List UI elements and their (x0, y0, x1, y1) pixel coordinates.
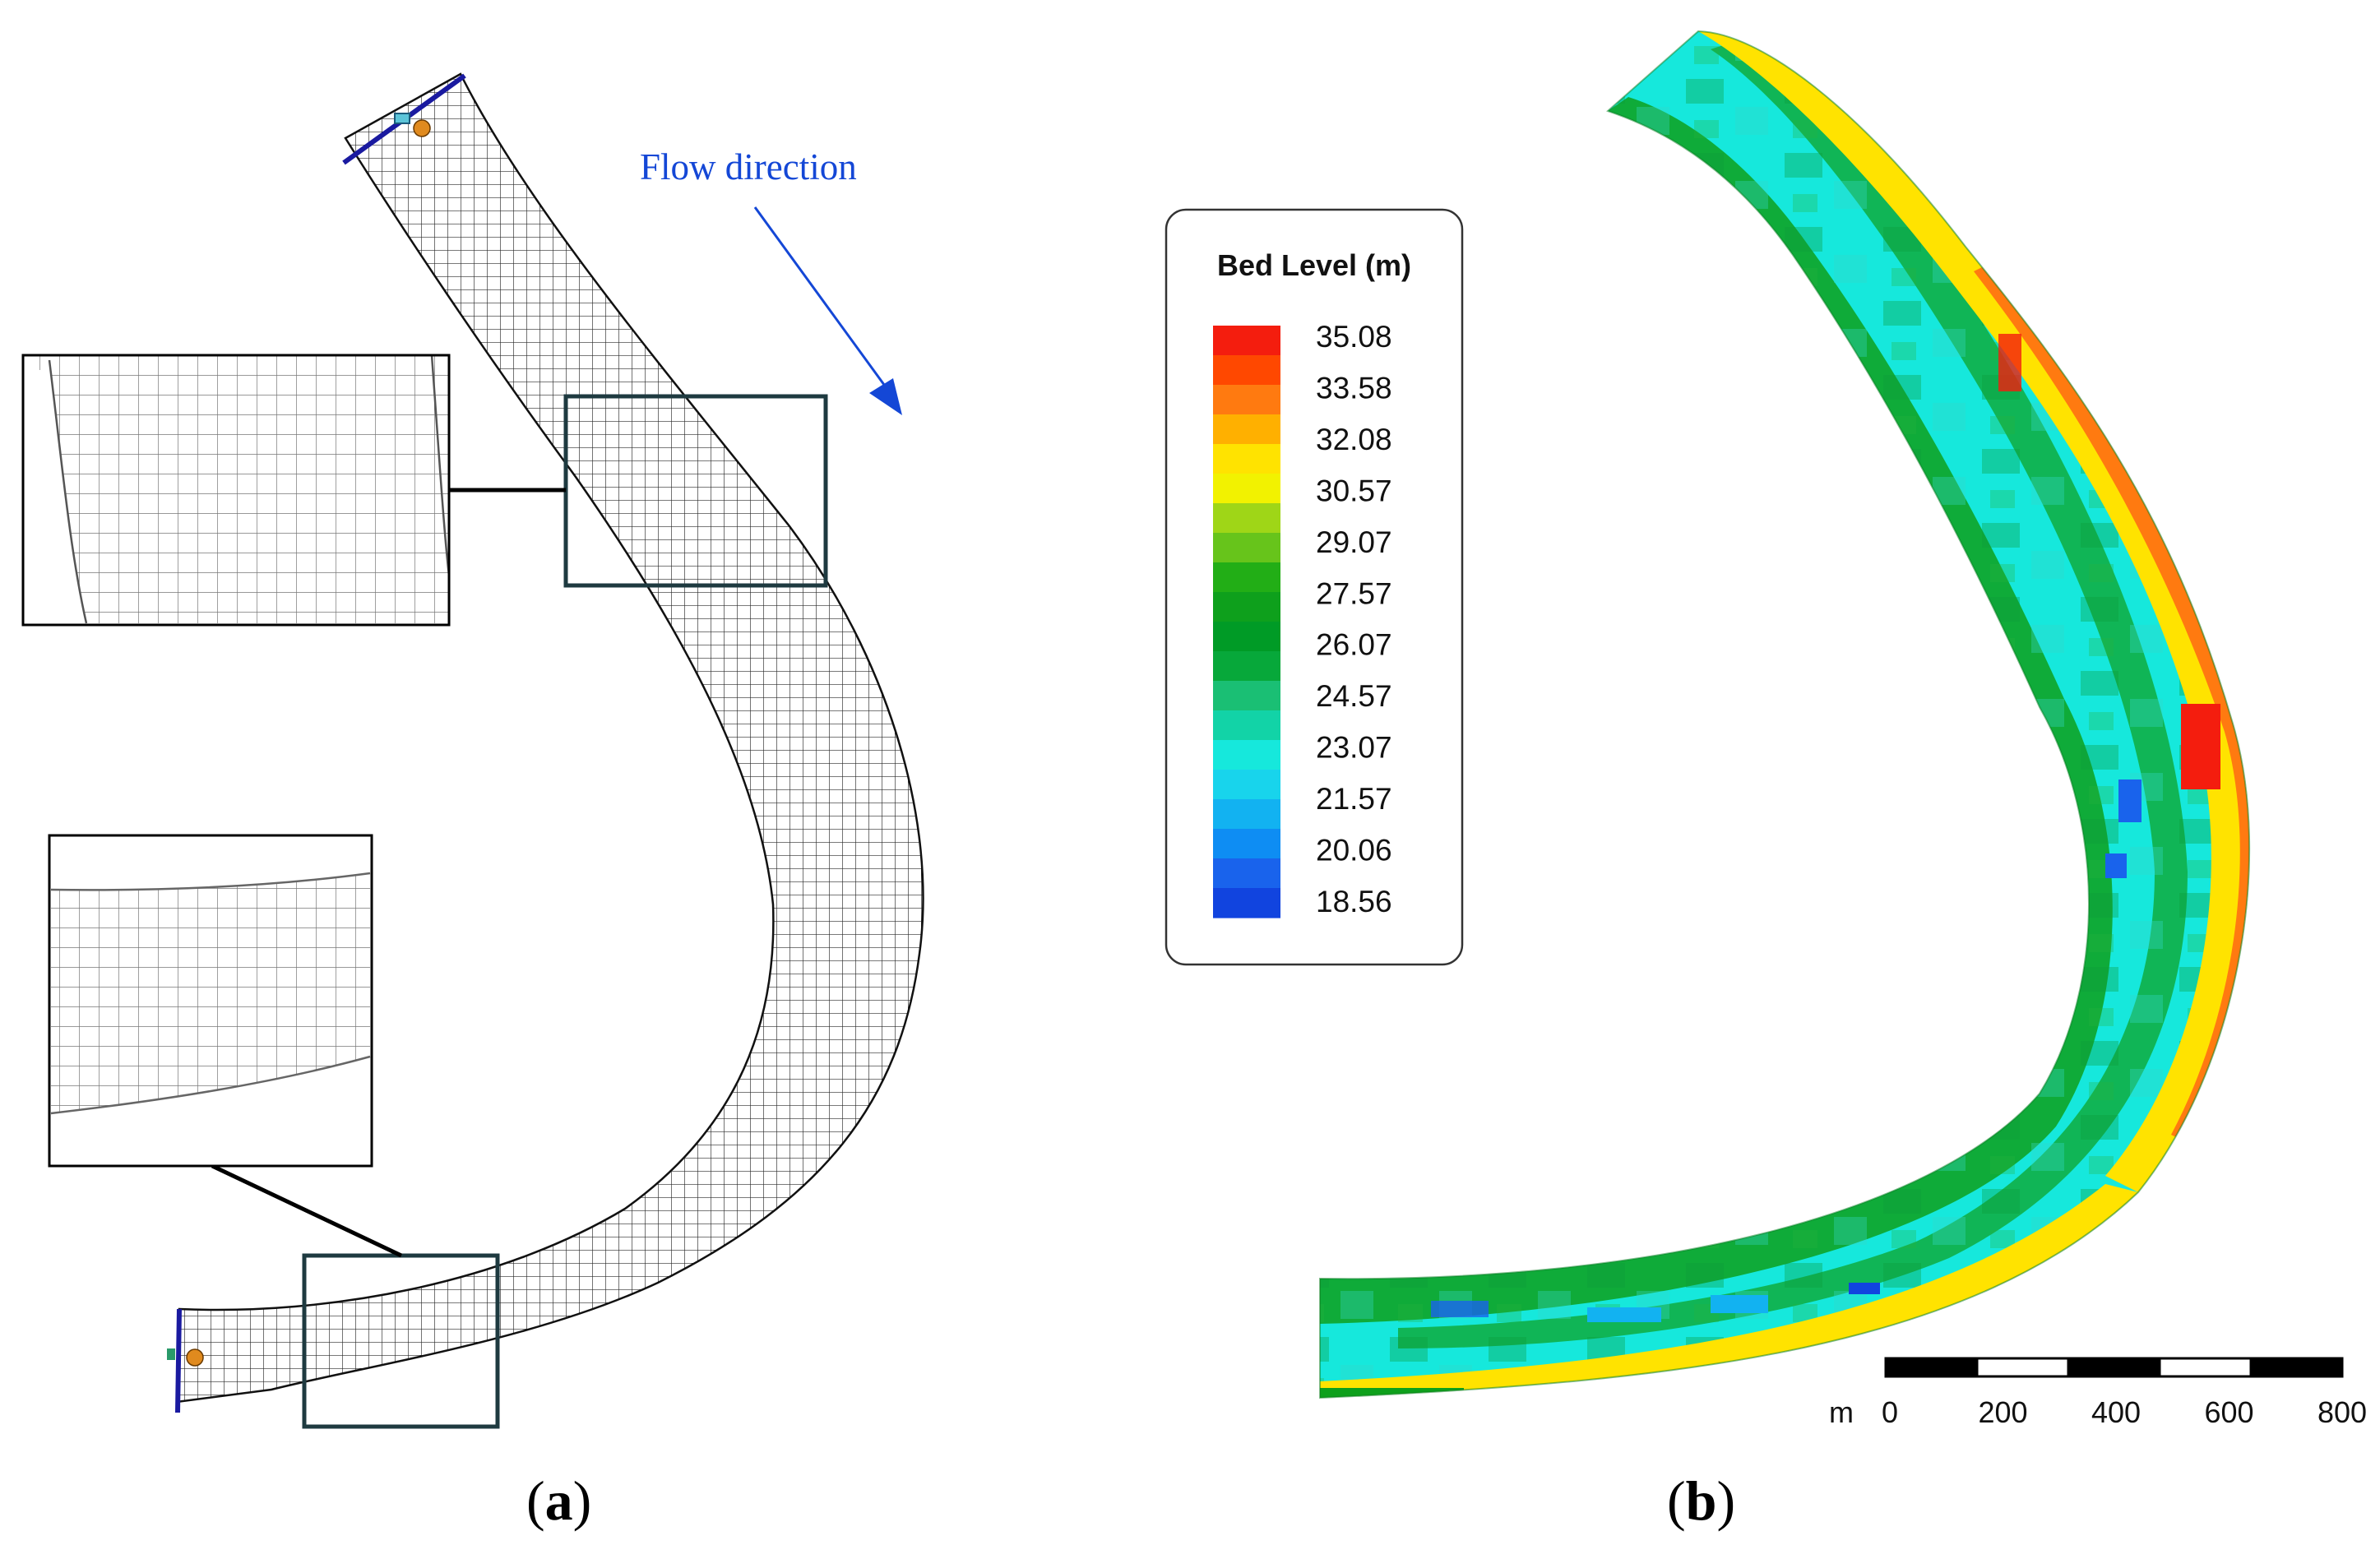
legend-swatch (1213, 770, 1280, 800)
legend-swatch (1213, 799, 1280, 830)
panel-b-bed-level-map: Bed Level (m) 35.08 33.58 32.08 30.57 29.07 2… (1165, 30, 2367, 1532)
downstream-boundary-marker (167, 1348, 175, 1360)
scale-bar-label: 400 (2091, 1395, 2141, 1429)
scale-bar-label: 200 (1978, 1395, 2027, 1429)
upstream-boundary-marker (394, 113, 410, 124)
legend-tick-label: 33.58 (1316, 372, 1392, 405)
legend-swatch (1213, 740, 1280, 770)
scale-bar-label: 600 (2204, 1395, 2253, 1429)
panel-label-b: (b) (1667, 1469, 1735, 1532)
legend-swatch (1213, 681, 1280, 711)
legend-tick-label: 26.07 (1316, 628, 1392, 662)
scale-bar-segment (2067, 1357, 2161, 1378)
scale-bar-segment (2158, 1357, 2253, 1378)
zoom-inset-lower (48, 834, 373, 1168)
flow-direction-label: Flow direction (640, 146, 857, 187)
legend-swatch (1213, 622, 1280, 652)
river-mesh (175, 72, 924, 1404)
legend-swatch (1213, 326, 1280, 356)
legend-tick-label: 23.07 (1316, 731, 1392, 765)
legend-title: Bed Level (m) (1217, 248, 1411, 282)
legend-swatch (1213, 474, 1280, 504)
scale-bar-labels: 0 200 400 600 800 (1882, 1395, 2367, 1429)
scale-bar-segment (1975, 1357, 2070, 1378)
legend-color-bar (1213, 326, 1280, 918)
legend-swatch (1213, 533, 1280, 563)
legend-tick-label: 29.07 (1316, 525, 1392, 559)
downstream-point-marker (186, 1348, 204, 1367)
legend-swatch (1213, 562, 1280, 593)
scale-bar-segment (2249, 1357, 2344, 1378)
scale-bar-segments (1884, 1357, 2344, 1378)
zoom-inset-upper (21, 354, 451, 627)
river-outline (1319, 30, 2251, 1399)
scale-bar-segment (1884, 1357, 1979, 1378)
legend-tick-label: 21.57 (1316, 782, 1392, 816)
flow-direction-arrow (753, 206, 888, 389)
legend-swatch (1213, 414, 1280, 445)
scale-bar-label: 0 (1882, 1395, 1898, 1429)
legend-tick-label: 27.57 (1316, 576, 1392, 610)
legend-tick-label: 35.08 (1316, 320, 1392, 354)
downstream-boundary-line (175, 1308, 182, 1413)
legend-frame (1165, 208, 1464, 966)
legend-swatch (1213, 888, 1280, 918)
legend-tick-labels: 35.08 33.58 32.08 30.57 29.07 27.57 26.07 24.57… (1316, 320, 1392, 918)
zoom-connector-lower (211, 1163, 403, 1258)
legend-swatch (1213, 444, 1280, 474)
upstream-point-marker (413, 119, 431, 137)
legend-tick-label: 24.57 (1316, 679, 1392, 713)
legend-tick-label: 20.06 (1316, 834, 1392, 867)
scale-bar: m 0 200 400 600 800 (1829, 1357, 2367, 1429)
legend-tick-label: 30.57 (1316, 474, 1392, 507)
legend-swatch (1213, 385, 1280, 415)
scale-bar-unit: m (1829, 1395, 1854, 1429)
legend-swatch (1213, 829, 1280, 859)
legend-swatch (1213, 710, 1280, 741)
scale-bar-label: 800 (2317, 1395, 2367, 1429)
panel-a-mesh-view: Flow direction (a) (21, 72, 924, 1532)
panel-label-a: (a) (526, 1469, 591, 1532)
legend-tick-label: 18.56 (1316, 885, 1392, 918)
legend-swatch (1213, 355, 1280, 386)
legend-swatch (1213, 858, 1280, 889)
legend-swatch (1213, 592, 1280, 622)
legend-tick-label: 32.08 (1316, 423, 1392, 456)
legend-swatch (1213, 503, 1280, 534)
bed-level-legend: Bed Level (m) 35.08 33.58 32.08 30.57 29.07 2… (1165, 208, 1464, 966)
legend-swatch (1213, 651, 1280, 682)
flow-arrowhead-icon (869, 378, 902, 415)
